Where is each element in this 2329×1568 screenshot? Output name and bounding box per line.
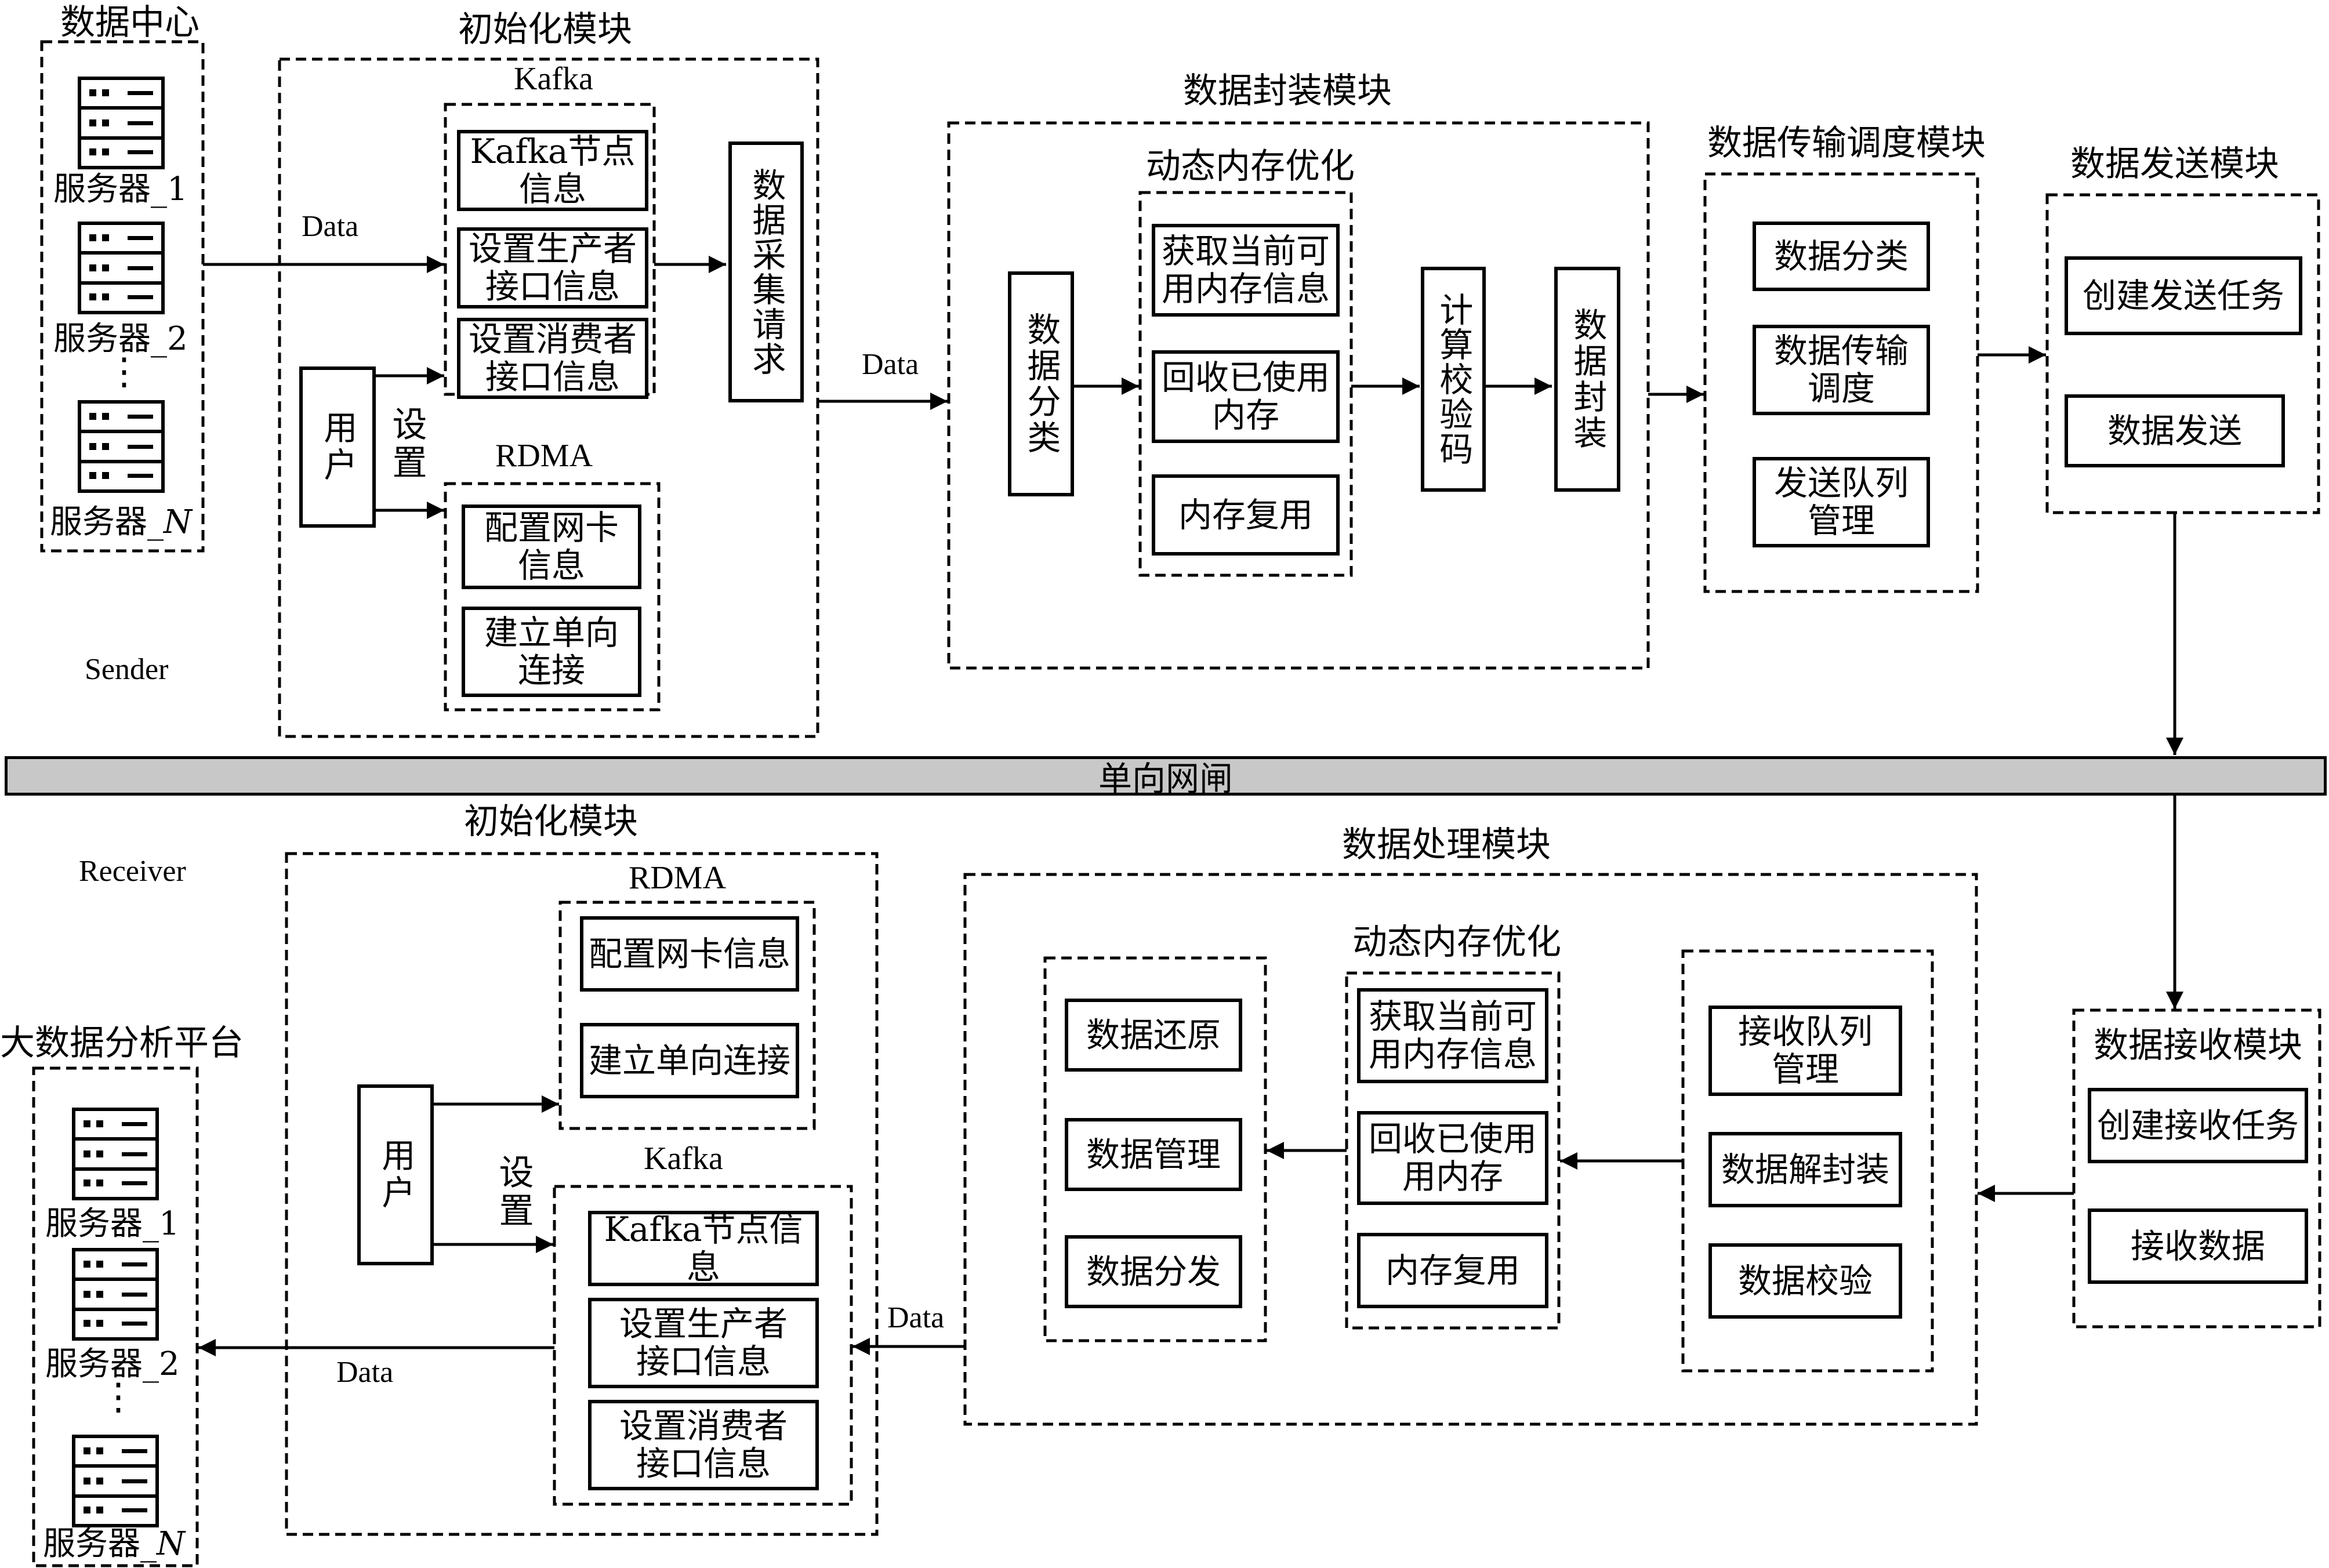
receiver-server-2-label: 服务器_2 bbox=[45, 1345, 180, 1383]
data-label-in: Data bbox=[302, 210, 359, 243]
sender-label: Sender bbox=[85, 653, 169, 686]
receiver-reclaim-memory-box: 回收已使用 用内存 bbox=[1357, 1111, 1548, 1205]
receiver-server-n-label: 服务器_N bbox=[43, 1525, 185, 1563]
create-send-task-box: 创建发送任务 bbox=[2065, 256, 2302, 335]
server-icon bbox=[72, 1435, 159, 1527]
frame-platform bbox=[32, 1066, 199, 1567]
frame-receiver-kafka bbox=[553, 1185, 853, 1506]
frame-receiver-init bbox=[285, 852, 879, 1536]
receiver-label: Receiver bbox=[79, 855, 186, 888]
sender-ellipsis: ⋮ bbox=[106, 350, 143, 393]
one-way-gateway: 单向网闸 bbox=[5, 756, 2327, 798]
send-queue-box: 发送队列 管理 bbox=[1753, 457, 1930, 547]
frame-sender-rdma bbox=[444, 482, 661, 712]
send-module-title: 数据发送模块 bbox=[2070, 144, 2279, 184]
encap-classify-box: 数据分类 bbox=[1008, 271, 1074, 496]
sender-user-box: 用户 bbox=[299, 366, 376, 528]
server-icon bbox=[78, 400, 165, 493]
sender-producer-box: 设置生产者 接口信息 bbox=[457, 227, 648, 308]
receive-queue-box: 接收队列 管理 bbox=[1708, 1006, 1902, 1096]
data-send-box: 数据发送 bbox=[2065, 394, 2285, 467]
receiver-memopt-title: 动态内存优化 bbox=[1352, 922, 1561, 963]
frame-schedule bbox=[1703, 172, 1979, 593]
sender-reuse-memory-box: 内存复用 bbox=[1152, 474, 1340, 556]
receive-data-box: 接收数据 bbox=[2088, 1208, 2308, 1284]
encapsulate-box: 数据封装 bbox=[1554, 267, 1620, 492]
receiver-reuse-memory-box: 内存复用 bbox=[1357, 1233, 1548, 1308]
platform-title: 大数据分析平台 bbox=[0, 1023, 244, 1064]
sender-server-2-label: 服务器_2 bbox=[53, 320, 188, 358]
sender-kafka-node-box: Kafka节点 信息 bbox=[457, 130, 648, 211]
dashed-frames bbox=[32, 40, 2321, 1567]
process-module-title: 数据处理模块 bbox=[1342, 825, 1551, 865]
transmission-schedule-box: 数据传输 调度 bbox=[1753, 325, 1930, 415]
sender-server-1-label: 服务器_1 bbox=[53, 170, 188, 208]
receiver-data-label-in: Data bbox=[887, 1301, 945, 1334]
sender-rdma-title: RDMA bbox=[495, 438, 593, 474]
receiver-server-1-label: 服务器_1 bbox=[45, 1205, 180, 1243]
data-center-title: 数据中心 bbox=[60, 2, 199, 43]
frame-receiver-memopt bbox=[1345, 971, 1561, 1330]
sender-nic-box: 配置网卡 信息 bbox=[462, 504, 641, 589]
receiver-ellipsis: ⋮ bbox=[100, 1375, 137, 1418]
data-decapsulate-box: 数据解封装 bbox=[1708, 1132, 1902, 1207]
server-icon bbox=[78, 222, 165, 314]
sender-oneway-conn-box: 建立单向 连接 bbox=[462, 607, 641, 697]
frame-send bbox=[2045, 193, 2320, 514]
frame-receive bbox=[2072, 1008, 2321, 1329]
server-icon bbox=[72, 1108, 159, 1200]
server-icon bbox=[72, 1248, 159, 1341]
sender-server-n-label: 服务器_N bbox=[50, 503, 192, 541]
sender-get-memory-box: 获取当前可 用内存信息 bbox=[1152, 224, 1340, 317]
checksum-box: 计算校验码 bbox=[1421, 267, 1486, 492]
sender-memopt-title: 动态内存优化 bbox=[1146, 146, 1355, 187]
data-restore-box: 数据还原 bbox=[1065, 999, 1242, 1072]
receiver-oneway-conn-box: 建立单向连接 bbox=[580, 1023, 799, 1098]
frame-data-center bbox=[40, 40, 205, 553]
frame-process bbox=[963, 873, 1978, 1426]
frame-process-output bbox=[1043, 956, 1267, 1342]
sender-init-module-title: 初始化模块 bbox=[458, 9, 632, 50]
data-distribution-box: 数据分发 bbox=[1065, 1235, 1242, 1308]
sender-kafka-title: Kafka bbox=[514, 61, 593, 97]
data-verify-box: 数据校验 bbox=[1708, 1243, 1902, 1319]
sender-set-label: 设置 bbox=[386, 406, 427, 482]
collect-request-box: 数据采集请求 bbox=[728, 141, 804, 402]
data-management-box: 数据管理 bbox=[1065, 1118, 1242, 1191]
receiver-producer-box: 设置生产者 接口信息 bbox=[588, 1298, 819, 1388]
data-label-left: Data bbox=[336, 1356, 394, 1389]
connectors bbox=[198, 256, 2183, 1356]
receiver-kafka-node-box: Kafka节点信息 bbox=[588, 1211, 819, 1286]
data-label-out: Data bbox=[862, 348, 919, 381]
receiver-set-label: 设置 bbox=[493, 1154, 534, 1231]
receive-module-title: 数据接收模块 bbox=[2094, 1025, 2302, 1066]
schedule-module-title: 数据传输调度模块 bbox=[1707, 123, 1986, 164]
sender-reclaim-memory-box: 回收已使用 内存 bbox=[1152, 350, 1340, 443]
frame-receiver-rdma bbox=[558, 901, 816, 1130]
sender-consumer-box: 设置消费者 接口信息 bbox=[457, 318, 648, 399]
encap-module-title: 数据封装模块 bbox=[1183, 71, 1392, 111]
receiver-kafka-title: Kafka bbox=[644, 1141, 723, 1177]
receiver-init-module-title: 初始化模块 bbox=[464, 801, 638, 842]
frame-sender-memopt bbox=[1138, 191, 1353, 577]
receiver-rdma-title: RDMA bbox=[629, 860, 727, 896]
receiver-user-box: 用户 bbox=[357, 1084, 434, 1265]
server-icon bbox=[78, 77, 165, 169]
receiver-nic-box: 配置网卡信息 bbox=[580, 916, 799, 992]
create-receive-task-box: 创建接收任务 bbox=[2088, 1088, 2308, 1163]
receiver-consumer-box: 设置消费者 接口信息 bbox=[588, 1400, 819, 1490]
receiver-get-memory-box: 获取当前可 用内存信息 bbox=[1357, 988, 1548, 1083]
schedule-classify-box: 数据分类 bbox=[1753, 222, 1930, 291]
frame-sender-init bbox=[278, 57, 819, 738]
frame-encap bbox=[947, 121, 1650, 670]
